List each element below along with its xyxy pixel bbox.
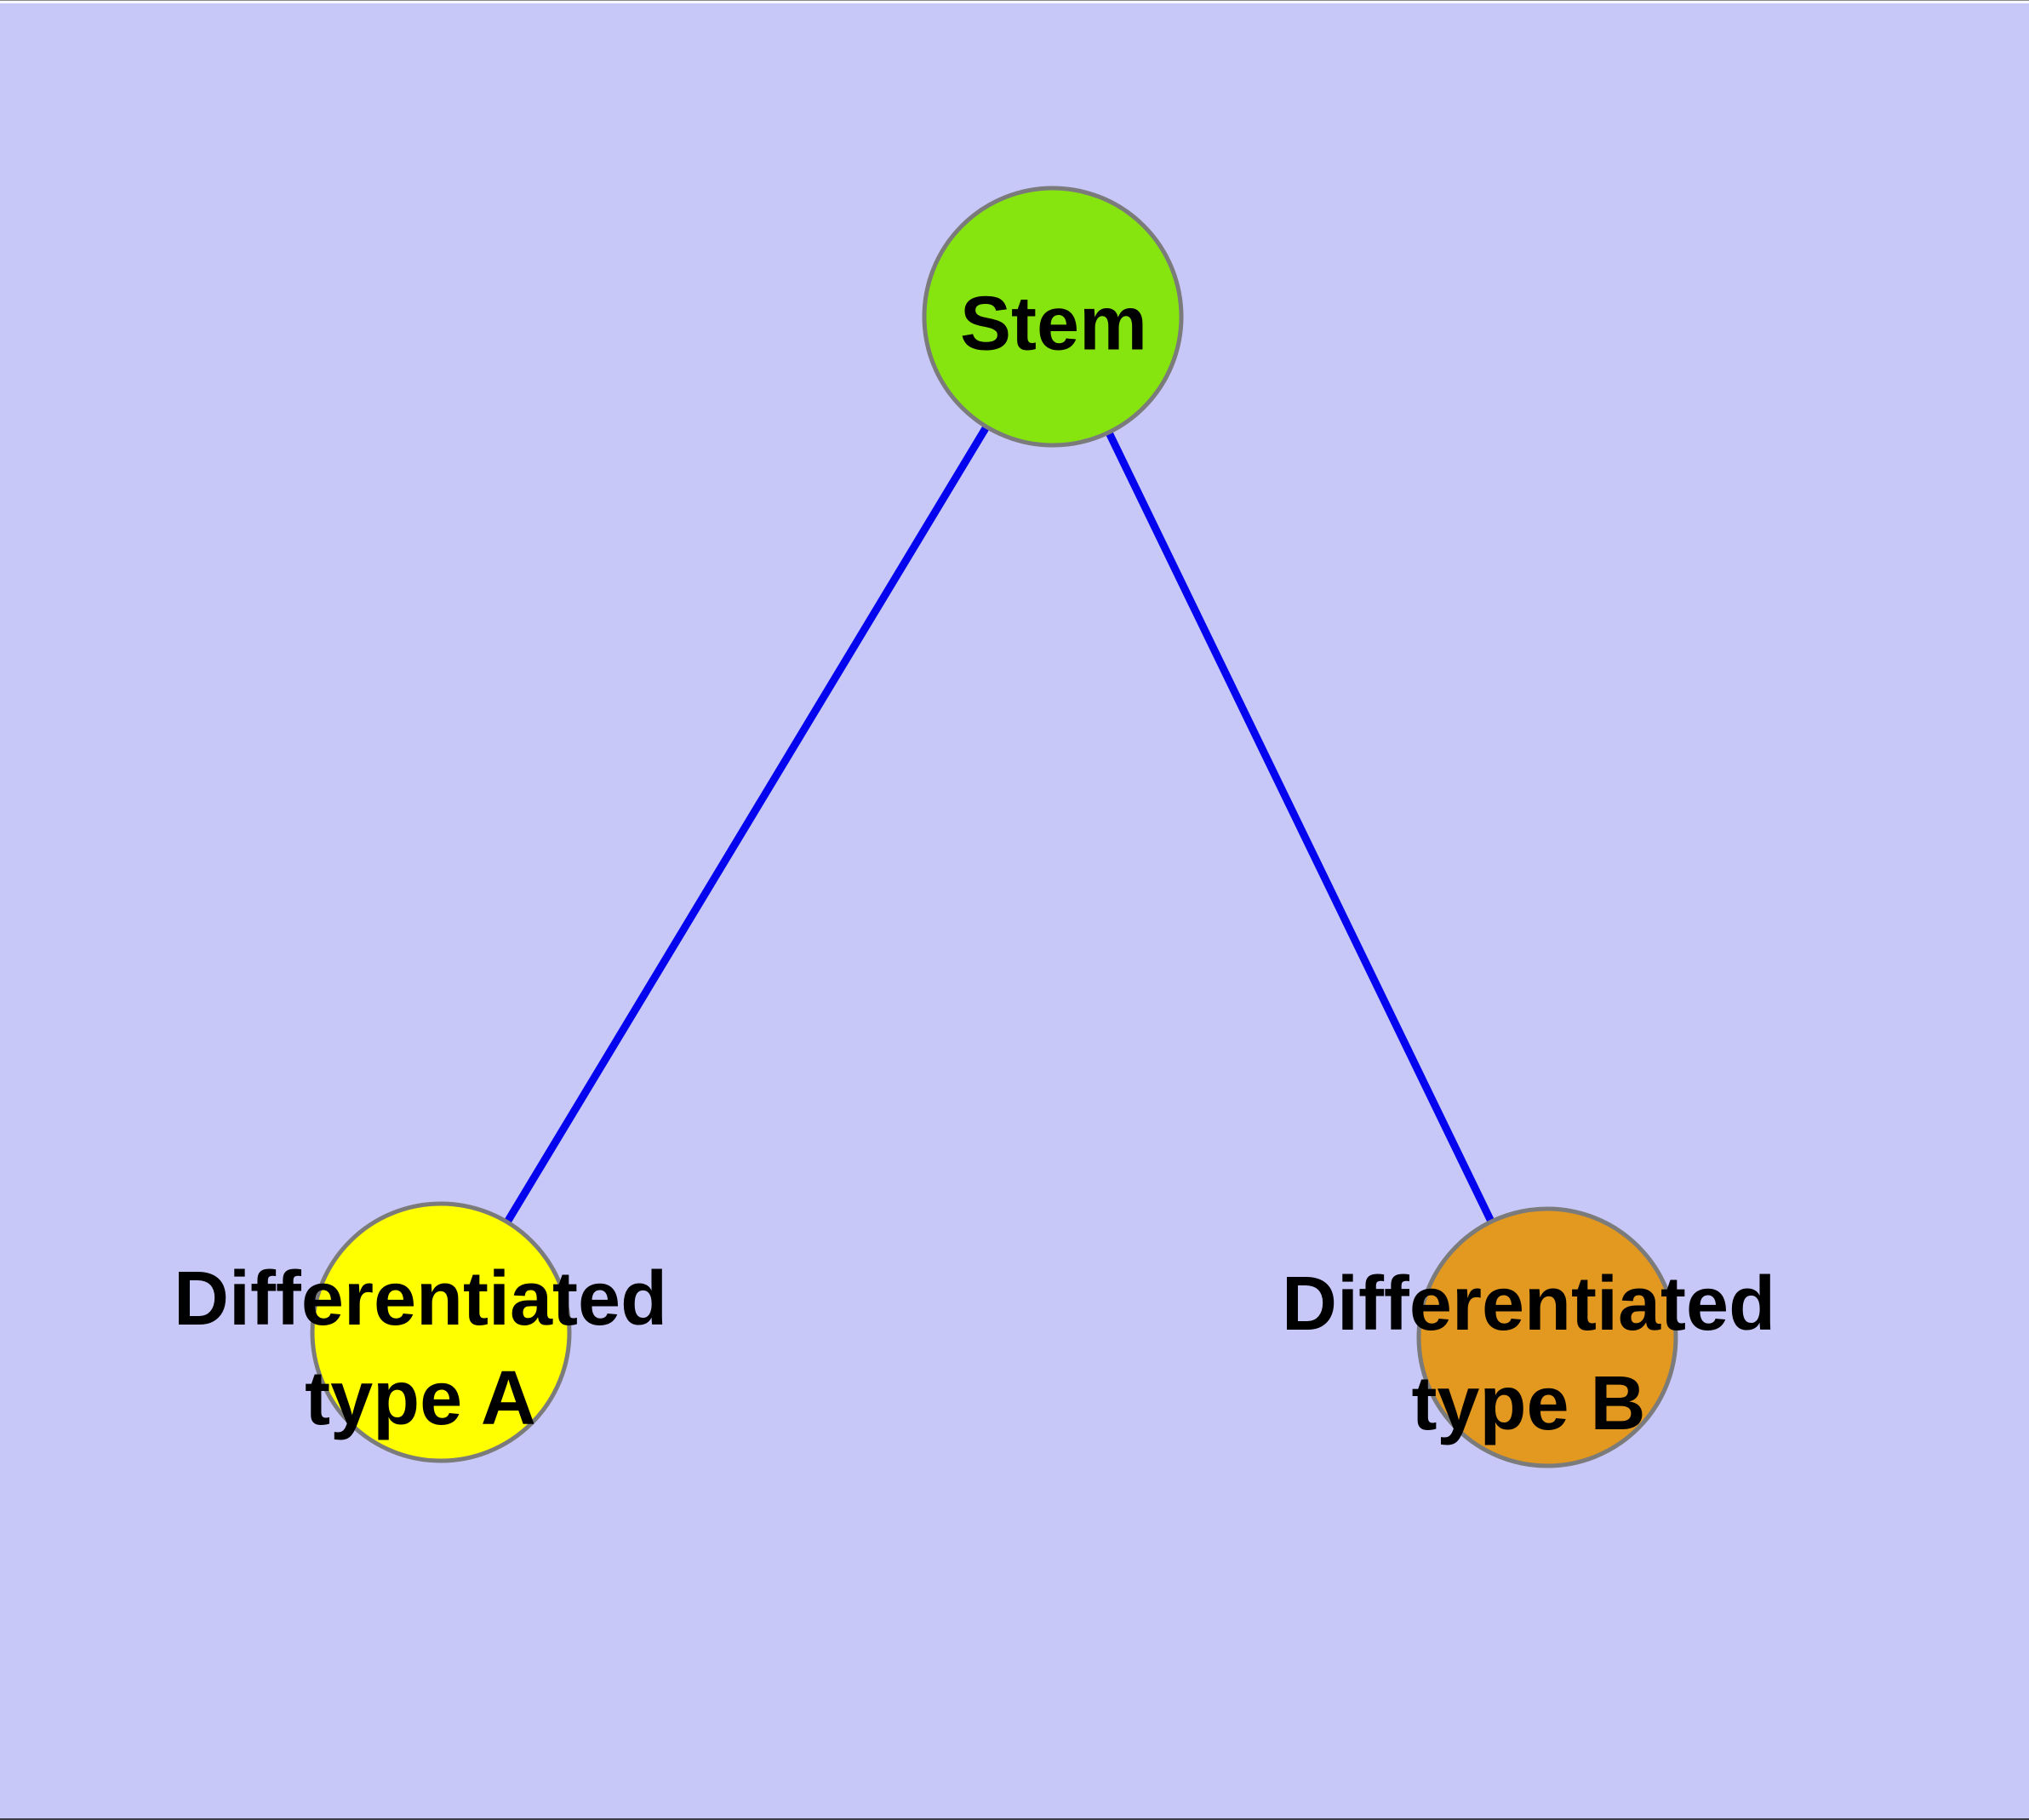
node-type-b-label: Differentiated type B <box>1282 1255 1775 1454</box>
window-top-strip <box>0 1 2029 3</box>
window-bottom-hairline <box>0 1818 2029 1820</box>
node-type-a-circle <box>310 1201 572 1463</box>
node-type-b-label-line2: type B <box>1411 1361 1646 1446</box>
node-stem-label-text: Stem <box>959 281 1148 367</box>
window-top-hairline <box>0 0 2029 1</box>
node-type-a-label: Differentiated type A <box>174 1250 667 1449</box>
node-type-a-label-line1: Differentiated <box>173 1256 668 1342</box>
edge-stem-to-type-a <box>437 312 1057 1336</box>
node-stem-circle <box>922 186 1184 448</box>
node-type-b-circle <box>1416 1206 1678 1468</box>
node-stem-label: Stem <box>960 275 1147 375</box>
node-type-a-label-line2: type A <box>305 1356 536 1441</box>
edge-stem-to-type-b <box>1049 312 1552 1342</box>
node-type-b-label-line1: Differentiated <box>1281 1262 1776 1347</box>
